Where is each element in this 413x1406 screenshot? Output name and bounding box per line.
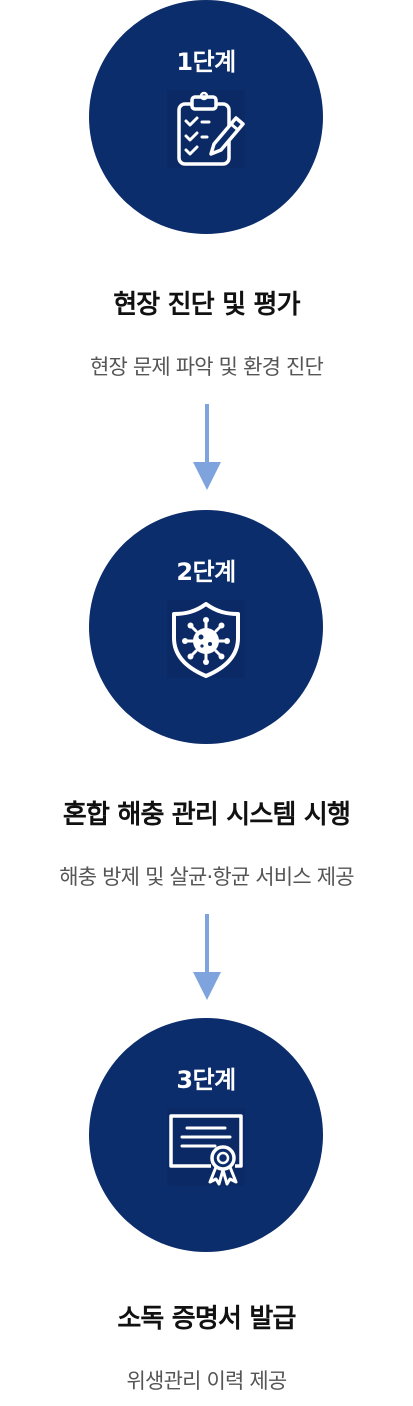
step-3-title: 소독 증명서 발급 (117, 1304, 296, 1334)
step-2-title: 혼합 해충 관리 시스템 시행 (62, 800, 351, 830)
step-3-description: 위생관리 이력 제공 (126, 1369, 288, 1393)
step-2-label: 2단계 (176, 558, 236, 586)
down-arrow-icon (192, 914, 222, 1000)
certificate-icon (165, 1106, 247, 1188)
step-1-title: 현장 진단 및 평가 (113, 290, 300, 320)
virus-shield-icon (165, 598, 247, 680)
step-3-label: 3단계 (176, 1066, 236, 1094)
step-2-description: 해충 방제 및 살균·항균 서비스 제공 (59, 865, 354, 889)
step-2-badge: 2단계 (89, 510, 323, 744)
step-1-description: 현장 문제 파악 및 환경 진단 (89, 355, 324, 379)
step-1-label: 1단계 (176, 48, 236, 76)
down-arrow-icon (192, 404, 222, 490)
clipboard-checklist-icon (165, 88, 247, 170)
step-3-badge: 3단계 (89, 1018, 323, 1252)
step-1-badge: 1단계 (89, 0, 323, 234)
